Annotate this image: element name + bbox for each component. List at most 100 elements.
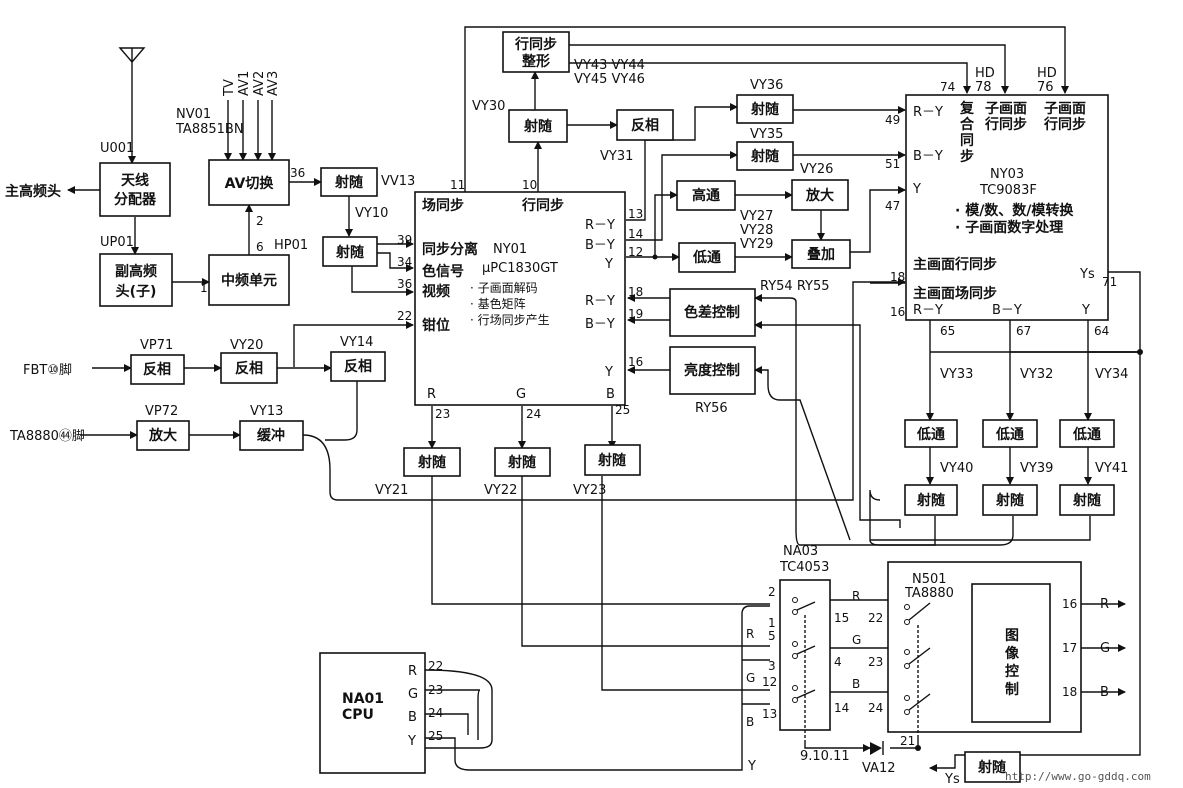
- label-av3: AV3: [266, 71, 281, 96]
- ny01-field-sync: 场同步: [422, 197, 464, 214]
- pin-number-pins-p47: 47: [885, 199, 900, 213]
- na01-out-b: B: [408, 710, 417, 725]
- ny01-video: 视频: [422, 283, 450, 300]
- blocks: 天线 分配器 主高频头 副高频 头(子) 中频单元 AV切换 射随 射随 行同步…: [5, 31, 1115, 783]
- label-nv01: NV01: [176, 107, 211, 122]
- ny01-out-g: G: [516, 387, 526, 402]
- label-vy39: VY39: [1020, 461, 1053, 476]
- av-switch-label: AV切换: [225, 175, 275, 192]
- na01-part: CPU: [342, 707, 374, 723]
- label-vp72: VP72: [145, 404, 178, 419]
- ny01-feature-1: · 子画面解码: [470, 281, 538, 295]
- highpass-label: 高通: [692, 187, 720, 204]
- pin-number-pins-p67: 67: [1016, 324, 1031, 338]
- vy14-inverter-label: 反相: [344, 358, 372, 375]
- pin-number-pins-sw_b: B: [852, 677, 860, 691]
- label-va12: VA12: [862, 761, 896, 776]
- vy13-buffer-block: [239, 420, 304, 451]
- lowpass-r-block: [904, 419, 958, 448]
- label-vy34: VY34: [1095, 367, 1128, 382]
- pin-number-pins-p16: 16: [628, 355, 643, 369]
- follower-g-block: [982, 484, 1038, 516]
- pin-numbers: 36 2 6 1 11 10 39 34 36 22 13 14 12 18 1…: [200, 80, 1117, 748]
- vy22-follower-block: [494, 447, 551, 477]
- pin-number-pins-p71: 71: [1102, 275, 1117, 289]
- pin-number-pins-cpu_22: 22: [428, 659, 443, 673]
- pin-number-pins-p1: 1: [200, 281, 208, 295]
- amp-block: [791, 179, 849, 211]
- vy20-inverter-label: 反相: [235, 360, 263, 377]
- label-hd78-a: HD: [975, 66, 995, 81]
- follower-r-label: 射随: [916, 492, 945, 509]
- pin-number-pins-p36b: 36: [397, 277, 412, 291]
- image-ctrl-1: 图: [1005, 628, 1019, 644]
- labels: U001 UP01 NV01 TA8851BN HP01 VV13 VY10 T…: [9, 58, 1151, 787]
- vy22-follower-label: 射随: [507, 454, 536, 471]
- label-av1: AV1: [237, 71, 252, 96]
- diode-icon: [870, 741, 884, 755]
- adder-block: [791, 239, 851, 269]
- if-unit-label: 中频单元: [221, 272, 277, 289]
- vy21-follower-block: [403, 447, 461, 477]
- pin-number-pins-p23: 23: [435, 407, 450, 421]
- pin-number-pins-n501_22: 22: [868, 611, 883, 625]
- adder-label: 叠加: [807, 246, 835, 263]
- label-vy14: VY14: [340, 335, 373, 350]
- pin-number-pins-sw_g: G: [852, 633, 861, 647]
- pin-number-pins-n501_21: 21: [900, 734, 915, 748]
- pin-number-pins-na03_4: 4: [834, 655, 842, 669]
- pin-number-pins-na03_3: 3: [768, 659, 776, 673]
- pin-number-pins-n501_23: 23: [868, 655, 883, 669]
- vy35-follower-block: [736, 141, 794, 171]
- amp-label: 放大: [805, 187, 834, 204]
- image-ctrl-block: [971, 583, 1051, 723]
- if-unit-block: [208, 254, 290, 306]
- lowpass-block: [678, 242, 736, 273]
- na03-chip: NA03 TC4053: [779, 544, 831, 740]
- pin-number-pins-p6: 6: [256, 240, 264, 254]
- ny03-out-y: Y: [1081, 303, 1090, 318]
- ny01-clamp: 钳位: [422, 317, 450, 334]
- ny03-out-by: B－Y: [992, 303, 1022, 318]
- label-ta8880-54: TA8880㊹脚: [9, 428, 85, 444]
- brightness-ctrl-label: 亮度控制: [684, 362, 740, 379]
- ys-follower-label: 射随: [977, 759, 1006, 776]
- label-vy28: VY28: [740, 223, 773, 238]
- pin-number-pins-na03_12: 12: [762, 675, 777, 689]
- ny03-cs-2: 合: [960, 116, 975, 133]
- ny01-by2: B－Y: [585, 317, 615, 332]
- ny01-out-b: B: [606, 387, 615, 402]
- color-diff-ctrl-label: 色差控制: [684, 304, 740, 321]
- sub-tuner-l1: 副高频: [115, 263, 157, 280]
- label-vy32: VY32: [1020, 367, 1053, 382]
- brightness-ctrl-block: [669, 346, 756, 395]
- label-vy22: VY22: [484, 483, 517, 498]
- watermark-text: http://www.go-gddq.com: [1005, 770, 1151, 783]
- vy31-inverter-block: [616, 109, 674, 141]
- pin-number-pins-p74: 74: [940, 80, 955, 94]
- pin-number-pins-sw_g2: G: [746, 671, 755, 685]
- pin-number-pins-na03_15: 15: [834, 611, 849, 625]
- ny03-part: TC9083F: [979, 183, 1037, 198]
- label-vy10: VY10: [355, 206, 388, 221]
- ny03-sub-line-1: 子画面: [985, 101, 1027, 117]
- lowpass-g-label: 低通: [995, 426, 1024, 443]
- label-vy27: VY27: [740, 209, 773, 224]
- pin-number-pins-p24: 24: [526, 407, 541, 421]
- pin-number-pins-cpu_25: 25: [428, 729, 443, 743]
- label-hd76-b: 76: [1037, 80, 1054, 95]
- vy23-follower-block: [584, 444, 641, 476]
- lowpass-r-label: 低通: [916, 426, 945, 443]
- color-diff-ctrl-block: [669, 288, 756, 337]
- label-ry54: RY54 RY55: [760, 279, 830, 294]
- vy21-follower-label: 射随: [417, 454, 446, 471]
- follower-r-block: [904, 484, 958, 516]
- pin-number-pins-n501_16: 16: [1062, 597, 1077, 611]
- pin-number-pins-p10: 10: [522, 178, 537, 192]
- pin-number-pins-sw_r2: R: [746, 627, 754, 641]
- n501-switch-icons: [904, 602, 931, 735]
- lowpass-g-block: [982, 419, 1038, 448]
- pin-number-pins-na03_1: 1: [768, 616, 776, 630]
- vy36-follower-block: [736, 94, 794, 124]
